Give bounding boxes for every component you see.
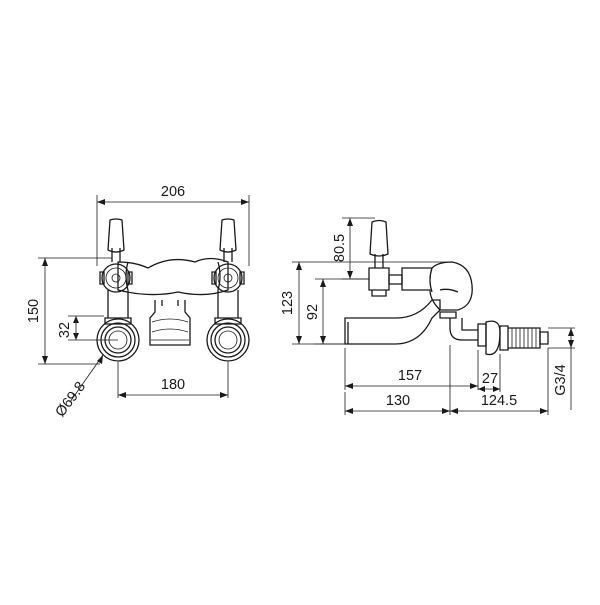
dimension-thread-length: 27 [478,354,501,392]
label-180: 180 [161,377,185,393]
dimension-inlet-height: 32 [57,315,118,341]
front-view: 206 150 32 180 [26,184,250,420]
label-150: 150 [26,299,42,323]
dimension-spout-height: 92 [305,278,369,345]
label-diameter: Ø69.8 [53,379,90,420]
label-123: 123 [280,291,296,315]
right-wall-flange [206,317,250,362]
tap-body [107,257,239,346]
dimension-overall-width: 206 [96,184,250,266]
label-157: 157 [398,368,422,384]
side-view: 80.5 123 92 157 [280,217,575,415]
side-spout [344,299,441,345]
dimension-overall-height: 150 [26,257,112,365]
label-130: 130 [386,393,410,409]
right-handle [211,218,245,293]
label-27: 27 [482,371,498,387]
left-wall-flange [96,317,140,362]
label-32: 32 [57,322,73,338]
side-handle [368,219,403,297]
left-handle [99,218,133,293]
dimension-thread-size: G3/4 [548,327,575,410]
side-inlet [439,311,549,356]
dimension-flange-diameter: Ø69.8 [53,354,104,420]
dimension-centres: 180 [117,362,229,398]
dimension-124-5: 124.5 [450,348,549,415]
label-80-5: 80.5 [332,234,348,262]
label-g3-4: G3/4 [553,364,569,395]
dimension-130: 130 [344,345,451,415]
side-body [401,261,473,311]
label-124-5: 124.5 [481,393,517,409]
label-206: 206 [161,184,185,200]
dimension-spout-reach: 157 [344,348,479,390]
label-92: 92 [305,304,321,320]
dimension-123: 123 [280,261,452,345]
